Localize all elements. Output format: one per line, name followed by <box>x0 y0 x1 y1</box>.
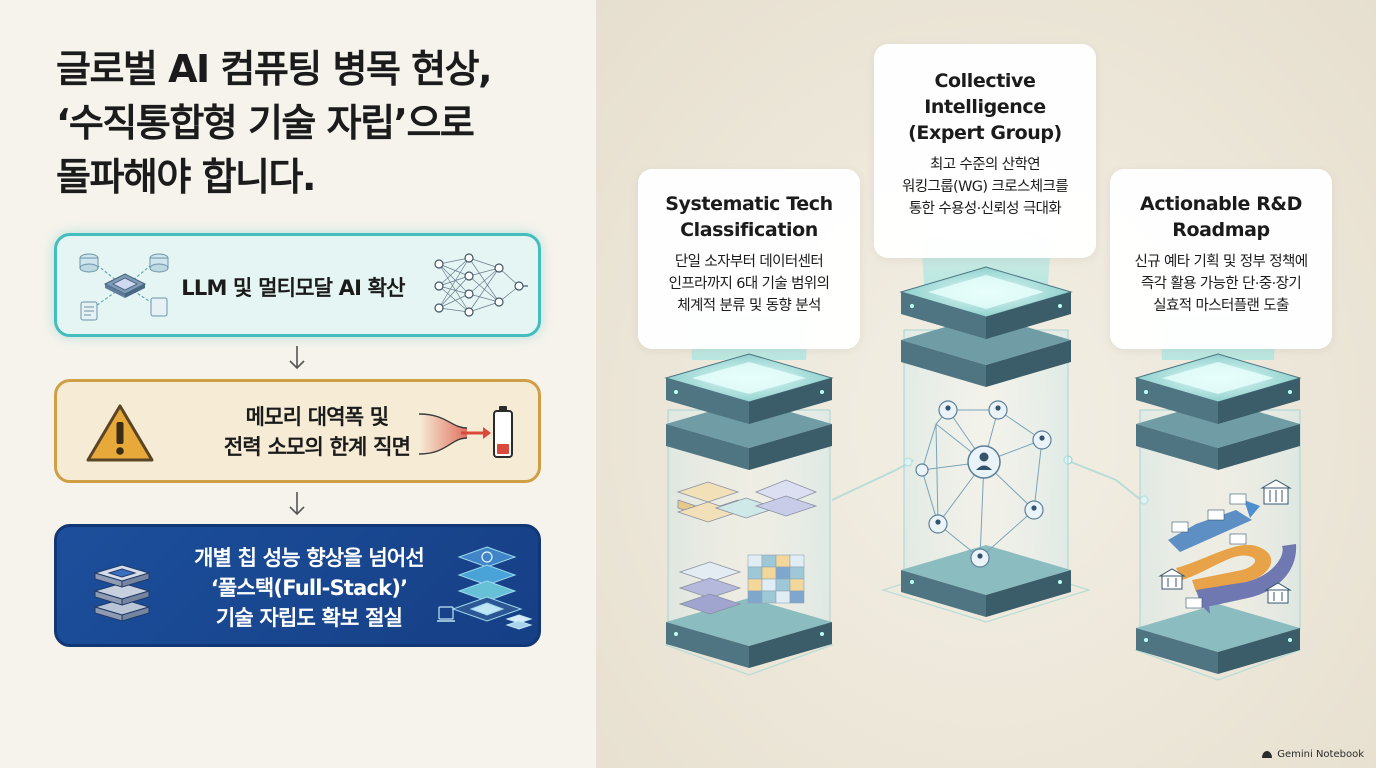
info-title-line-2: Classification <box>680 219 818 241</box>
card-llm-text: LLM 및 멀티모달 AI 확산 <box>181 276 405 300</box>
card-full-stack-line-1: 개별 칩 성능 향상을 넘어선 <box>194 546 425 570</box>
info-title-line-2: Intelligence <box>924 96 1046 118</box>
card-full-stack: 개별 칩 성능 향상을 넘어선 ‘풀스택(Full-Stack)’ 기술 자립도… <box>54 524 541 647</box>
gemini-notebook-badge: Gemini Notebook <box>1261 749 1364 760</box>
gemini-notebook-label: Gemini Notebook <box>1277 749 1364 760</box>
government-building-icon <box>1158 479 1292 604</box>
info-desc-rnd-roadmap: 신규 예타 기획 및 정부 정책에 즉각 활용 가능한 단·중·장기 실효적 마… <box>1110 251 1332 317</box>
info-title-tech-classification: Systematic Tech Classification <box>638 191 860 243</box>
left-panel: 글로벌 AI 컴퓨팅 병목 현상, ‘수직통합형 기술 자립’으로 돌파해야 합… <box>0 0 596 768</box>
info-title-line-1: Actionable R&D <box>1140 193 1302 215</box>
info-desc-line-1: 신규 예타 기획 및 정부 정책에 <box>1134 254 1309 270</box>
right-panel: Systematic Tech Classification 단일 소자부터 데… <box>596 0 1376 768</box>
arrow-down-icon-2 <box>289 492 305 516</box>
card-memory-limit: 메모리 대역폭 및 전력 소모의 한계 직면 <box>54 379 541 483</box>
info-desc-tech-classification: 단일 소자부터 데이터센터 인프라까지 6대 기술 범위의 체계적 분류 및 동… <box>638 251 860 317</box>
arrow-down-icon <box>289 346 305 370</box>
info-title-line-3: (Expert Group) <box>908 122 1062 144</box>
info-desc-line-3: 실효적 마스터플랜 도출 <box>1153 298 1289 314</box>
info-desc-collective-intelligence: 최고 수준의 산학연 워킹그룹(WG) 크로스체크를 통한 수용성·신뢰성 극대… <box>874 154 1096 220</box>
card-llm-expansion: LLM 및 멀티모달 AI 확산 <box>54 233 541 337</box>
battery-low-icon <box>493 406 513 458</box>
info-title-line-2: Roadmap <box>1172 219 1270 241</box>
pillar-tech-classification <box>664 250 834 676</box>
info-box-tech-classification: Systematic Tech Classification 단일 소자부터 데… <box>638 169 860 349</box>
card-memory-text: 메모리 대역폭 및 전력 소모의 한계 직면 <box>197 402 437 462</box>
card-full-stack-line-2: ‘풀스택(Full-Stack)’ <box>210 576 408 600</box>
person-icon <box>967 445 1001 479</box>
info-box-collective-intelligence: Collective Intelligence (Expert Group) 최… <box>874 44 1096 258</box>
info-title-collective-intelligence: Collective Intelligence (Expert Group) <box>874 68 1096 146</box>
info-desc-line-3: 체계적 분류 및 동향 분석 <box>677 298 821 314</box>
headline-line-1: 글로벌 AI 컴퓨팅 병목 현상, <box>56 47 493 91</box>
gemini-logo-icon <box>1262 751 1273 758</box>
info-desc-line-2: 인프라까지 6대 기술 범위의 <box>668 276 830 292</box>
info-title-line-1: Collective <box>934 70 1036 92</box>
headline: 글로벌 AI 컴퓨팅 병목 현상, ‘수직통합형 기술 자립’으로 돌파해야 합… <box>56 42 576 204</box>
roadmap-arrow-icon <box>1168 493 1297 614</box>
headline-line-2: ‘수직통합형 기술 자립’으로 <box>56 101 475 145</box>
card-full-stack-text: 개별 칩 성능 향상을 넘어선 ‘풀스택(Full-Stack)’ 기술 자립도… <box>169 543 449 633</box>
server-network-icon <box>79 253 169 321</box>
info-title-rnd-roadmap: Actionable R&D Roadmap <box>1110 191 1332 243</box>
headline-line-3: 돌파해야 합니다. <box>56 155 316 199</box>
warning-icon <box>86 404 154 462</box>
info-title-line-1: Systematic Tech <box>665 193 833 215</box>
info-desc-line-2: 워킹그룹(WG) 크로스체크를 <box>902 179 1069 195</box>
layered-system-icon <box>437 546 533 630</box>
neural-network-icon <box>434 253 528 317</box>
card-full-stack-line-3: 기술 자립도 확보 절실 <box>215 606 403 630</box>
card-memory-line-2: 전력 소모의 한계 직면 <box>223 435 411 459</box>
info-desc-line-3: 통한 수용성·신뢰성 극대화 <box>908 201 1062 217</box>
info-desc-line-2: 즉각 활용 가능한 단·중·장기 <box>1140 276 1302 292</box>
card-memory-line-1: 메모리 대역폭 및 <box>245 405 389 429</box>
info-box-rnd-roadmap: Actionable R&D Roadmap 신규 예타 기획 및 정부 정책에… <box>1110 169 1332 349</box>
bottleneck-arrow-icon <box>418 413 491 455</box>
chip-stack-icon <box>93 564 151 622</box>
info-desc-line-1: 단일 소자부터 데이터센터 <box>674 254 824 270</box>
info-desc-line-1: 최고 수준의 산학연 <box>930 157 1041 173</box>
